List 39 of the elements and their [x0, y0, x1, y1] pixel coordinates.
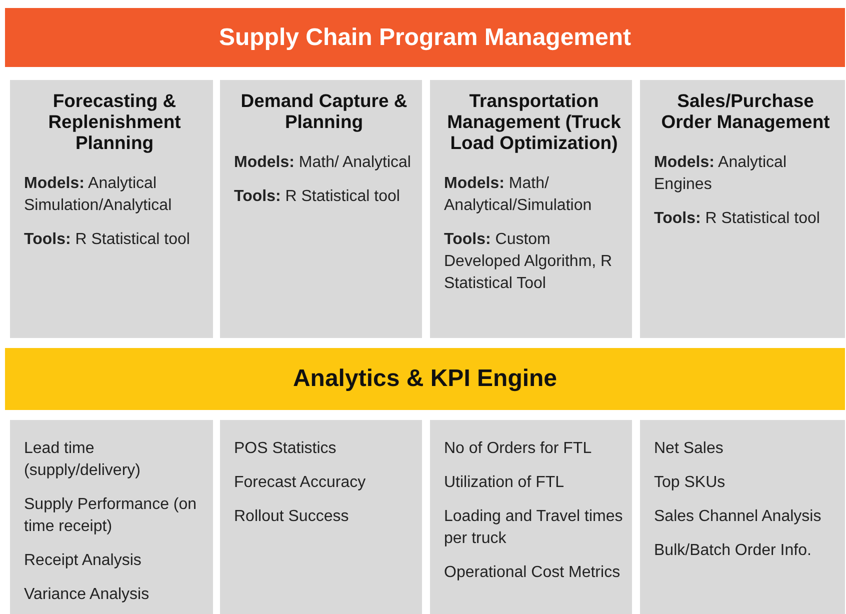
kpi-item: Receipt Analysis — [24, 551, 142, 571]
module-detail: Models: Analytical Engines — [654, 153, 788, 195]
module-panel — [220, 80, 422, 338]
module-detail: Tools: R Statistical tool — [24, 230, 191, 250]
kpi-item: Utilization of FTL — [444, 473, 566, 493]
module-panel — [640, 80, 845, 338]
kpi-item: Supply Performance (on time receipt) — [24, 495, 198, 537]
module-title: Transportation Management (Truck Load Optimization) — [446, 90, 622, 153]
kpi-item: Forecast Accuracy — [234, 473, 367, 493]
kpi-panel — [640, 420, 845, 614]
kpi-item: Net Sales — [654, 439, 724, 459]
module-detail: Tools: Custom Developed Algorithm, R Statistical Tool — [444, 230, 614, 294]
kpi-item: Loading and Travel times per truck — [444, 507, 624, 549]
module-panel — [10, 80, 213, 338]
module-detail: Models: Analytical Simulation/Analytical — [24, 174, 173, 216]
kpi-panel — [220, 420, 422, 614]
module-detail: Tools: R Statistical tool — [654, 209, 821, 229]
kpi-panel — [430, 420, 632, 614]
kpi-panel — [10, 420, 213, 614]
kpi-item: Sales Channel Analysis — [654, 507, 822, 527]
module-detail: Models: Math/ Analytical/Simulation — [444, 174, 593, 216]
kpi-item: Operational Cost Metrics — [444, 563, 622, 583]
module-title: Sales/Purchase Order Management — [660, 90, 831, 132]
banner-title: Supply Chain Program Management — [218, 24, 632, 52]
banner-title: Analytics & KPI Engine — [292, 365, 558, 393]
module-detail: Models: Math/ Analytical — [234, 153, 412, 173]
module-title: Demand Capture & Planning — [240, 90, 408, 132]
section-banner — [5, 348, 845, 410]
kpi-item: POS Statistics — [234, 439, 338, 459]
kpi-item: Rollout Success — [234, 507, 350, 527]
kpi-item: No of Orders for FTL — [444, 439, 593, 459]
module-title: Forecasting & Replenishment Planning — [47, 90, 182, 153]
module-panel — [430, 80, 632, 338]
section-banner — [5, 8, 845, 67]
kpi-item: Lead time (supply/delivery) — [24, 439, 142, 481]
module-detail: Tools: R Statistical tool — [234, 187, 401, 207]
kpi-item: Top SKUs — [654, 473, 726, 493]
kpi-item: Bulk/Batch Order Info. — [654, 541, 812, 561]
kpi-item: Variance Analysis — [24, 585, 150, 605]
